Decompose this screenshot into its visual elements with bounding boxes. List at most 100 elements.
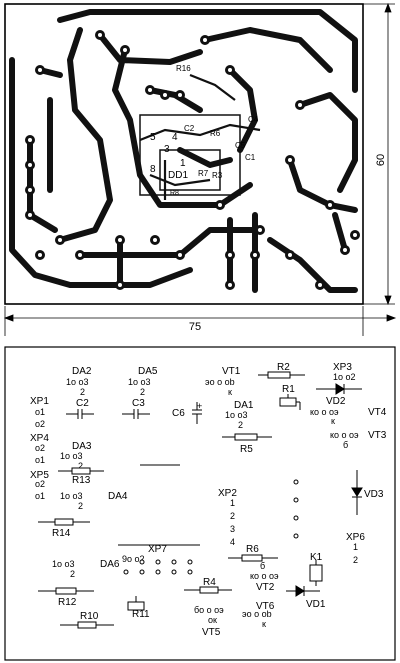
pad [293,479,299,485]
base-vt6: к [262,619,266,629]
trace-top-left [57,27,113,243]
pins-vt4: кo o oэ [310,407,339,417]
label-r13: R13 [72,475,91,486]
pad [175,250,185,260]
pad [139,569,145,575]
pins-da3: 1o o3 [60,451,83,461]
resistor-r6 [228,554,278,562]
label-pin8: 8 [150,164,156,175]
placement-labels: DA2 1o o3 2 DA5 1o o3 2 VT1 эo o ob к R2… [30,362,387,638]
pin-da5-2: 2 [140,387,145,397]
label-da5: DA5 [138,366,158,377]
pins-da2: 1o o3 [66,377,89,387]
label-xp5: XP5 [30,470,49,481]
pins-vt6: эo o ob [242,609,272,619]
pad [35,250,45,260]
placement-symbols [38,371,363,629]
pad [145,85,155,95]
pad [155,569,161,575]
thin-trace-3 [189,73,236,101]
label-vt4: VT4 [368,407,387,418]
pad [187,569,193,575]
label-pin4: 4 [172,132,178,143]
pad [215,200,225,210]
label-da1: DA1 [234,400,254,411]
label-r5: R5 [240,444,253,455]
label-r10: R10 [80,611,99,622]
label-pin1: 1 [180,158,186,169]
pins-da4: 1o o3 [60,491,83,501]
label-pin3: 3 [164,144,170,155]
label-vt1: VT1 [222,366,241,377]
label-c1: C1 [245,153,256,162]
label-xp4: XP4 [30,433,49,444]
pad [25,185,35,195]
pad [293,515,299,521]
base-vt2: б [260,561,265,571]
solder-pads [25,30,360,290]
trace-bottom-band [77,227,263,258]
capacitor-c2 [66,409,94,419]
label-xp7: XP7 [148,544,167,555]
pad [250,250,260,260]
pad [200,35,210,45]
dimension-width [3,306,397,336]
resistor-r4 [184,586,232,594]
label-r3: R3 [212,171,223,180]
trace-bottom-right [267,237,358,293]
pad [255,225,265,235]
label-r14: R14 [52,528,71,539]
pin-da4-2: 2 [78,501,83,511]
pin-xp2-2: 2 [230,511,235,521]
pins-vt3: кo o oэ [330,430,359,440]
label-r7: R7 [198,169,209,178]
trimmer-r1 [279,394,301,410]
pins-vt2: кo o oэ [250,571,279,581]
dimension-height [363,2,395,306]
base-vt1: к [228,387,232,397]
label-da3: DA3 [72,441,92,452]
plus-c6: + [197,401,202,411]
dimension-width-label: 75 [189,321,201,333]
label-xp1: XP1 [30,396,49,407]
label-vd1: VD1 [306,599,326,610]
pin-xp2-1: 1 [230,498,235,508]
label-pin5: 5 [150,132,156,143]
trace-right-lower [287,157,358,213]
pad [95,30,105,40]
arrow-right [386,314,397,322]
pin-da2-2: 2 [80,387,85,397]
pins-da1: 1o o3 [225,410,248,420]
label-vd2: VD2 [326,396,346,407]
diode-vd2 [316,383,362,395]
relay-k1 [309,560,323,586]
pcb-layout-panel: R16 C4 C2 R6 C5 C1 DD1 R7 R3 R8 5 4 3 8 … [3,2,397,336]
label-vd3: VD3 [364,489,384,500]
pad [150,235,160,245]
label-r6: R6 [246,544,259,555]
pin-xp5-1: o2 [35,479,45,489]
pad [120,45,130,55]
label-da2: DA2 [72,366,92,377]
pad [225,280,235,290]
pad [295,100,305,110]
trace-center-small2 [177,147,233,168]
pad [25,160,35,170]
base-vt3: б [343,440,348,450]
pins-da5: 1o o3 [128,377,151,387]
label-r16: R16 [176,64,191,73]
pad [25,135,35,145]
placement-outline [4,346,396,661]
trace-right-vertical [332,212,348,253]
pad [115,280,125,290]
pad [171,559,177,565]
pad [115,235,125,245]
pin-xp2-3: 3 [230,524,235,534]
pad [285,155,295,165]
pin-xp5-2: o1 [35,491,45,501]
pad [175,90,185,100]
pad [340,245,350,255]
arrow-down [384,295,392,306]
dimension-height-label: 60 [375,154,387,166]
label-r6: R6 [210,129,221,138]
